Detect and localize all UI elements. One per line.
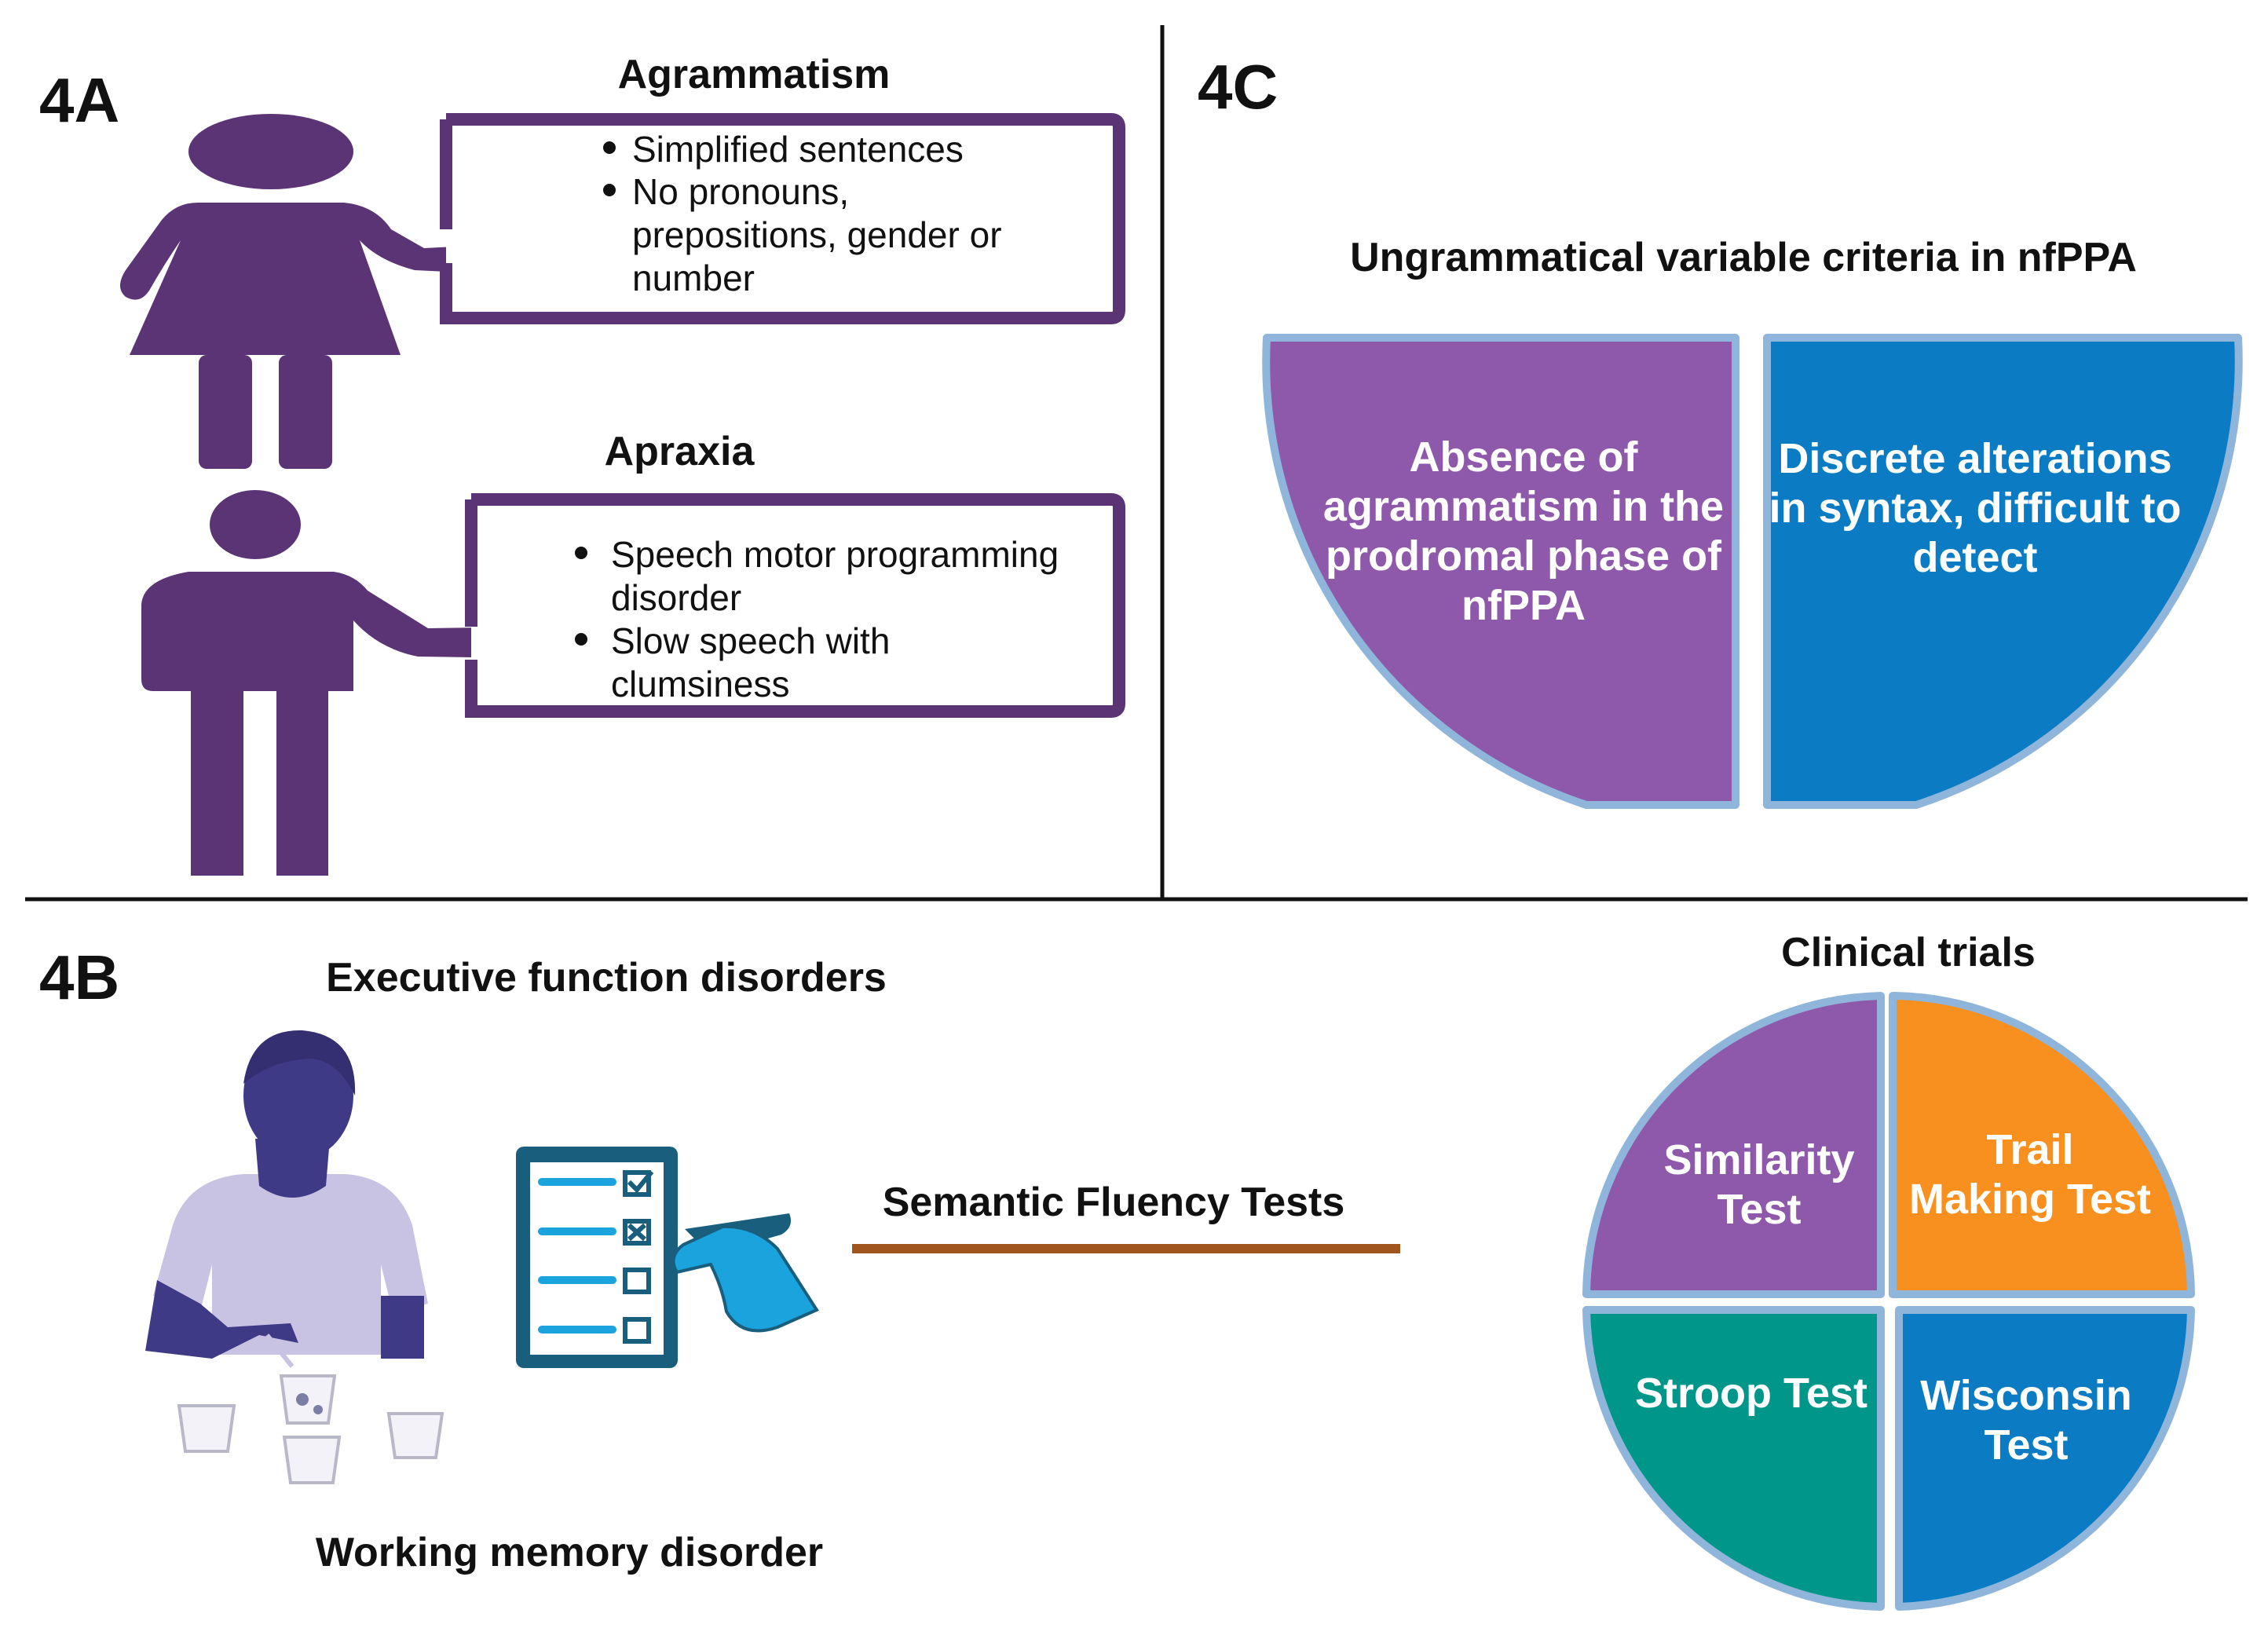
svg-text:Stroop Test: Stroop Test xyxy=(1635,1370,1867,1417)
svg-text:Test: Test xyxy=(1984,1421,2068,1469)
similarity-test-quadrant xyxy=(1582,992,1885,1298)
svg-text:Similarity: Similarity xyxy=(1663,1136,1854,1184)
svg-text:Wisconsin: Wisconsin xyxy=(1920,1372,2132,1419)
svg-text:number: number xyxy=(632,258,755,298)
apraxia-bullets: Speech motor programming disorder Slow s… xyxy=(575,534,1059,704)
svg-text:in syntax, difficult to: in syntax, difficult to xyxy=(1769,485,2181,532)
criteria-left-text: Absence of agrammatism in the prodromal … xyxy=(1323,434,1724,629)
panel-label-4b: 4B xyxy=(39,942,119,1012)
svg-text:nfPPA: nfPPA xyxy=(1461,582,1586,629)
svg-text:Slow speech with: Slow speech with xyxy=(611,620,890,661)
svg-text:Speech motor programming: Speech motor programming xyxy=(611,534,1059,575)
criteria-left-segment xyxy=(1262,334,1739,809)
svg-text:Absence of: Absence of xyxy=(1409,434,1638,481)
working-memory-title: Working memory disorder xyxy=(316,1530,823,1575)
agrammatism-bullets: Simplified sentences No pronouns, prepos… xyxy=(603,129,1002,298)
woman-teacher-icon xyxy=(120,114,541,469)
stroop-test-quadrant xyxy=(1582,1306,1885,1611)
clinical-trials-title: Clinical trials xyxy=(1781,930,2036,975)
panel-4a: 4A Agrammatism Simplified sentences No p… xyxy=(39,52,1125,876)
clinical-trials-labels: Similarity Test Trail Making Test Stroop… xyxy=(1635,1126,2151,1469)
clinical-trials-pie xyxy=(1582,992,2195,1611)
criteria-right-text: Discrete alterations in syntax, difficul… xyxy=(1769,435,2181,581)
svg-text:Simplified sentences: Simplified sentences xyxy=(632,129,964,170)
apraxia-board xyxy=(465,493,1125,718)
svg-text:Discrete alterations: Discrete alterations xyxy=(1778,435,2171,482)
svg-text:Trail: Trail xyxy=(1986,1126,2073,1173)
executive-function-title: Executive function disorders xyxy=(326,955,887,1001)
svg-text:clumsiness: clumsiness xyxy=(611,664,790,704)
panel-label-4a: 4A xyxy=(39,65,119,135)
agrammatism-board xyxy=(440,113,1125,324)
svg-text:prepositions, gender or: prepositions, gender or xyxy=(632,214,1002,255)
svg-text:agrammatism in the: agrammatism in the xyxy=(1323,483,1724,530)
panel-label-4c: 4C xyxy=(1198,52,1278,122)
criteria-title: Ungrammatical variable criteria in nfPPA xyxy=(1350,235,2137,280)
agrammatism-title: Agrammatism xyxy=(618,52,891,97)
trail-making-test-quadrant xyxy=(1889,992,2195,1298)
panel-4c: 4C Ungrammatical variable criteria in nf… xyxy=(1198,52,2243,809)
checklist-clipboard-icon xyxy=(516,1147,819,1368)
svg-text:No pronouns,: No pronouns, xyxy=(632,171,849,212)
person-cups-icon xyxy=(145,1030,444,1484)
wisconsin-test-quadrant xyxy=(1895,1306,2195,1611)
semantic-fluency-label: Semantic Fluency Tests xyxy=(883,1180,1345,1225)
svg-text:Test: Test xyxy=(1717,1186,1801,1233)
svg-text:disorder: disorder xyxy=(611,577,741,618)
apraxia-title: Apraxia xyxy=(605,429,755,474)
panel-4b: 4B Executive function disorders xyxy=(39,930,2195,1611)
man-teacher-icon xyxy=(141,490,558,876)
svg-text:Making Test: Making Test xyxy=(1909,1176,2151,1223)
svg-text:detect: detect xyxy=(1912,534,2037,581)
criteria-right-segment xyxy=(1763,334,2243,809)
svg-text:prodromal phase of: prodromal phase of xyxy=(1326,532,1722,580)
